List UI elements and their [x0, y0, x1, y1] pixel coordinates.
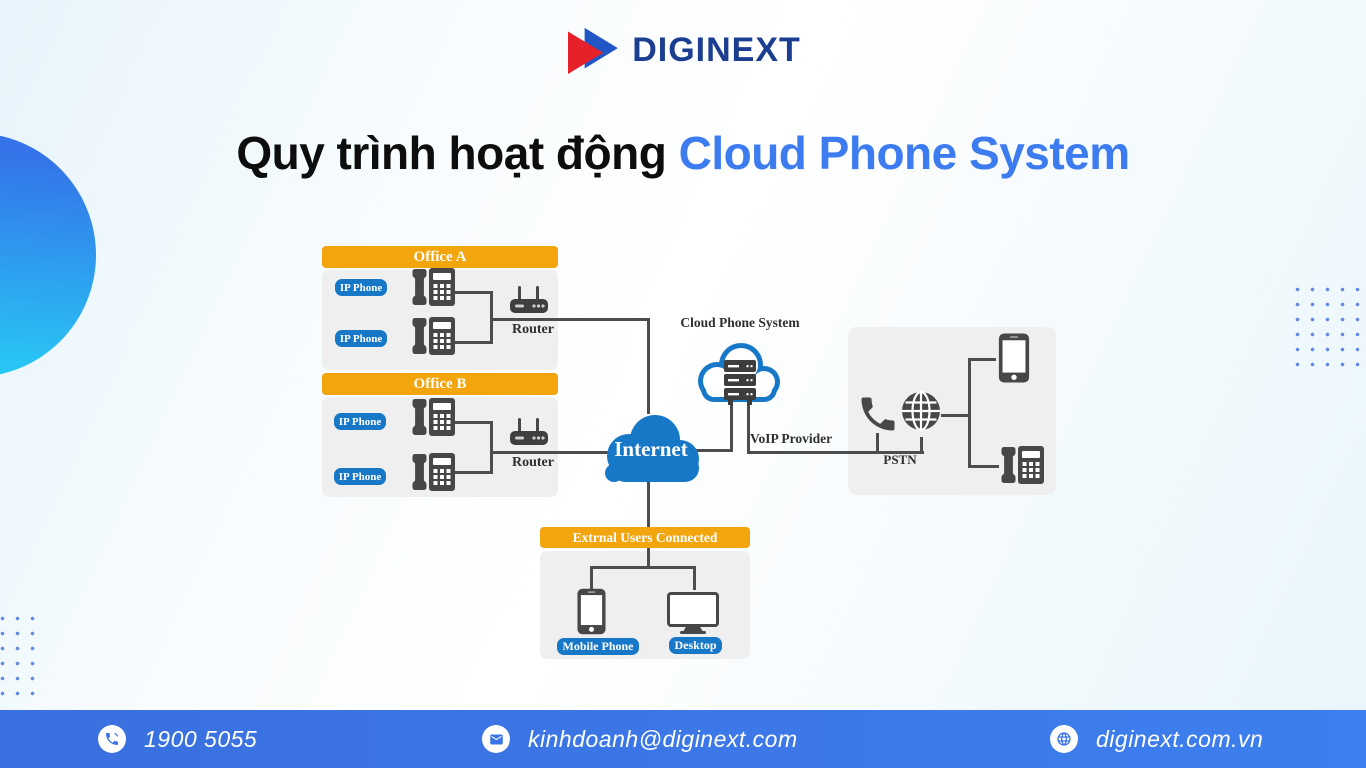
footer-email-text: kinhdoanh@diginext.com: [528, 725, 798, 752]
connector-line: [730, 400, 733, 452]
router-label-text: Router: [512, 455, 554, 470]
desktop-icon: [667, 592, 719, 634]
connector-line: [968, 465, 999, 468]
connector-line: [647, 480, 650, 566]
website-globe-icon: [1050, 725, 1078, 753]
server-icon: [724, 360, 756, 405]
ip-phone-label: IP Phone: [339, 332, 383, 345]
desk-phone-icon: [412, 453, 455, 491]
ip-phone-label: IP Phone: [339, 281, 383, 294]
voip-provider-label: VoIP Provider: [750, 431, 850, 447]
footer-email-item: kinhdoanh@diginext.com: [482, 710, 798, 768]
footer-website-text: diginext.com.vn: [1096, 725, 1264, 752]
connector-line: [490, 318, 650, 321]
ip-phone-badge: IP Phone: [334, 413, 386, 430]
router-label: Router: [505, 455, 561, 471]
connector-line: [490, 421, 493, 474]
connector-line: [455, 421, 493, 424]
connector-line: [876, 433, 879, 453]
mobile-phone-badge-text: Mobile Phone: [562, 639, 634, 653]
ip-phone-badge: IP Phone: [335, 279, 387, 296]
office-b-title: Office B: [413, 375, 467, 392]
pstn-label: PSTN: [870, 452, 930, 468]
desk-phone-icon: [412, 317, 455, 355]
connector-line: [747, 400, 750, 454]
connector-line: [590, 566, 696, 569]
connector-line: [455, 471, 493, 474]
title-prefix: Quy trình hoạt động: [236, 127, 679, 179]
brand-name: DIGINEXT: [632, 30, 801, 69]
voip-provider-label-text: VoIP Provider: [750, 431, 833, 446]
brand-logo: DIGINEXT: [0, 26, 1366, 74]
footer-phone-text: 1900 5055: [144, 725, 258, 752]
desk-phone-icon: [1001, 446, 1044, 484]
connector-line: [455, 291, 493, 294]
internet-cloud-icon: [605, 415, 699, 482]
ip-phone-label: IP Phone: [338, 470, 382, 483]
phone-icon: [98, 725, 126, 753]
connector-line: [920, 437, 923, 453]
connector-line: [490, 451, 612, 454]
internet-label: Internet: [597, 437, 705, 462]
ip-phone-badge: IP Phone: [335, 330, 387, 347]
mobile-phone-icon: [998, 333, 1030, 383]
ip-phone-badge: IP Phone: [334, 468, 386, 485]
handset-icon: [861, 397, 895, 431]
ip-phone-label: IP Phone: [338, 415, 382, 428]
globe-icon: [902, 391, 940, 431]
footer-phone-item: 1900 5055: [98, 710, 257, 768]
connector-line: [968, 358, 971, 468]
diginext-logo-icon: [568, 27, 619, 74]
mobile-phone-badge: Mobile Phone: [557, 638, 639, 655]
footer-website-item: diginext.com.vn: [1050, 710, 1263, 768]
external-users-header: Extrnal Users Connected: [540, 527, 750, 548]
connector-line: [590, 566, 593, 590]
connector-line: [941, 414, 971, 417]
mobile-phone-icon: [577, 588, 606, 635]
dot-grid-bottom-left: [0, 611, 41, 701]
cloud-phone-system-label-text: Cloud Phone System: [680, 315, 800, 330]
desktop-badge-text: Desktop: [674, 638, 717, 652]
dot-grid-top-right: [1290, 282, 1366, 374]
office-b-header: Office B: [322, 373, 558, 395]
router-icon: [510, 286, 548, 313]
connector-line: [696, 449, 733, 452]
router-label-text: Router: [512, 322, 554, 337]
internet-label-text: Internet: [614, 437, 688, 461]
connector-line: [455, 341, 493, 344]
connector-line: [693, 566, 696, 590]
cloud-phone-system-label: Cloud Phone System: [668, 315, 812, 331]
desk-phone-icon: [412, 268, 455, 306]
router-icon: [510, 418, 548, 445]
pstn-label-text: PSTN: [883, 452, 917, 467]
connector-line: [968, 358, 996, 361]
footer-bar: 1900 5055 kinhdoanh@diginext.com diginex…: [0, 710, 1366, 768]
connector-line: [490, 291, 493, 344]
connector-line: [647, 318, 650, 414]
page-title: Quy trình hoạt động Cloud Phone System: [0, 126, 1366, 180]
office-a-title: Office A: [413, 248, 467, 265]
email-icon: [482, 725, 510, 753]
title-highlight: Cloud Phone System: [678, 127, 1131, 179]
desktop-badge: Desktop: [669, 637, 722, 654]
office-a-header: Office A: [322, 246, 558, 268]
external-users-title: Extrnal Users Connected: [572, 529, 718, 545]
router-label: Router: [505, 322, 561, 338]
connector-line: [747, 451, 924, 454]
desk-phone-icon: [412, 398, 455, 436]
